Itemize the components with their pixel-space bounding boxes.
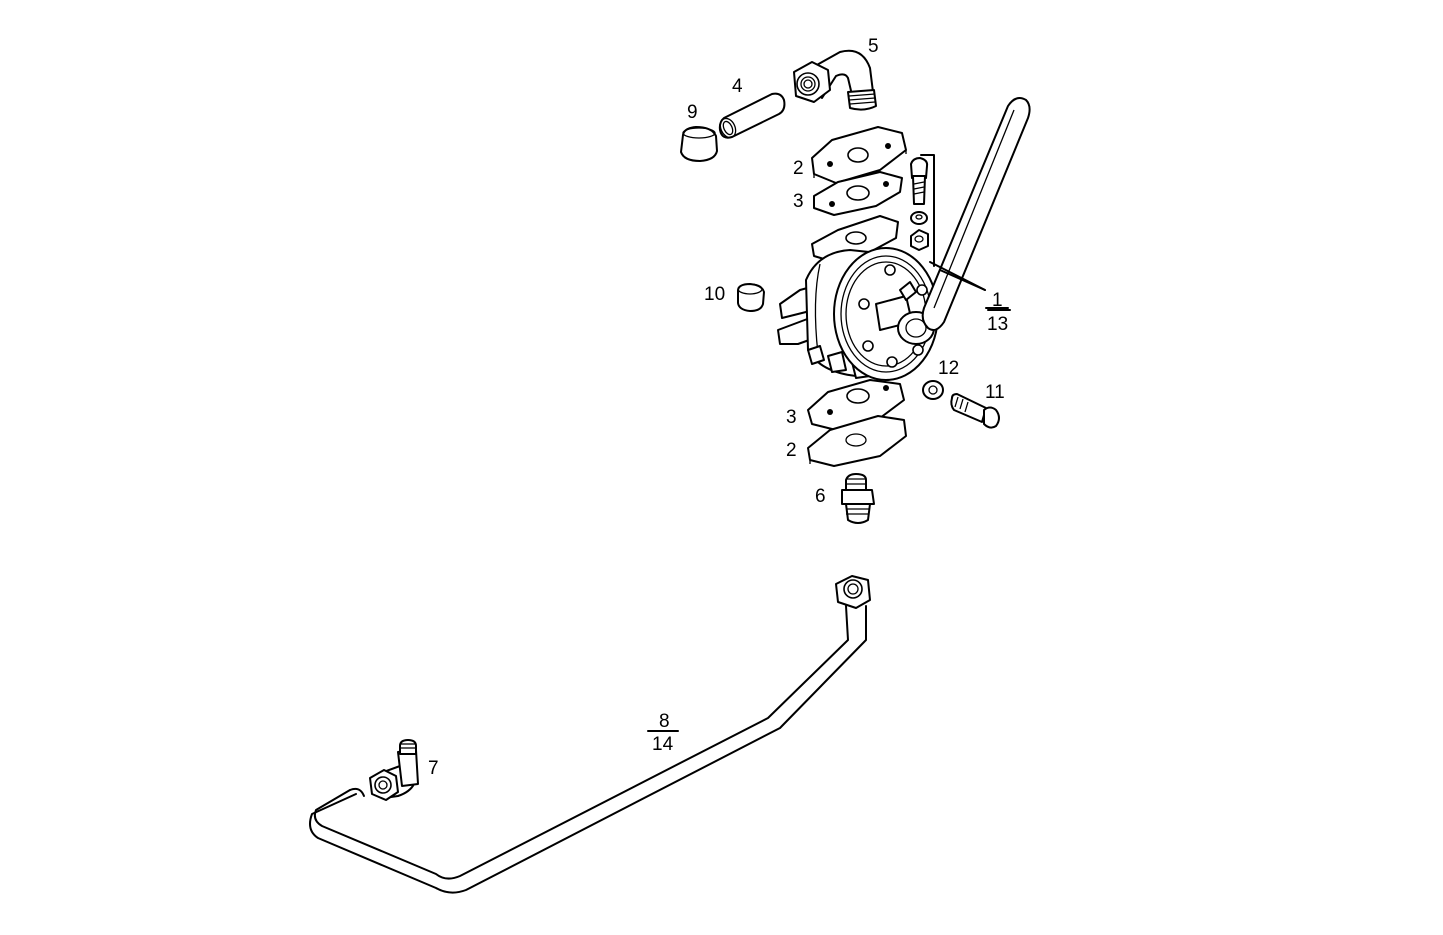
part-10-bushing	[737, 283, 765, 312]
part-4-sleeve	[718, 92, 786, 139]
label-14: 14	[652, 734, 674, 755]
label-9: 9	[687, 102, 698, 123]
part-9-cap	[680, 126, 718, 162]
part-11-bolt	[950, 393, 1000, 429]
label-7: 7	[428, 758, 439, 779]
label-12: 12	[938, 358, 959, 379]
label-1: 1	[992, 290, 1003, 311]
part-7-elbow	[369, 739, 419, 801]
label-2-top: 2	[793, 158, 804, 179]
label-3-top: 3	[793, 191, 804, 212]
label-5: 5	[868, 36, 879, 57]
label-6: 6	[815, 486, 826, 507]
label-2-bottom: 2	[786, 440, 797, 461]
label-3-bottom: 3	[786, 407, 797, 428]
label-11: 11	[985, 382, 1005, 403]
part-5-elbow-fitting	[793, 49, 877, 111]
pump-handle	[921, 97, 1031, 331]
part-3-top-gasket	[813, 171, 903, 216]
bolt-washer-stack	[910, 154, 935, 267]
leader-lines-1-13	[929, 261, 1009, 309]
label-8: 8	[659, 711, 670, 732]
part-12-washer	[922, 380, 944, 400]
label-10: 10	[704, 284, 725, 305]
part-6-nipple	[841, 473, 875, 524]
part-2-top-plate	[811, 126, 907, 184]
label-4: 4	[732, 76, 743, 97]
label-13: 13	[987, 314, 1008, 335]
part-2-bottom-plate	[807, 415, 907, 467]
part-8-pipe	[309, 575, 871, 894]
